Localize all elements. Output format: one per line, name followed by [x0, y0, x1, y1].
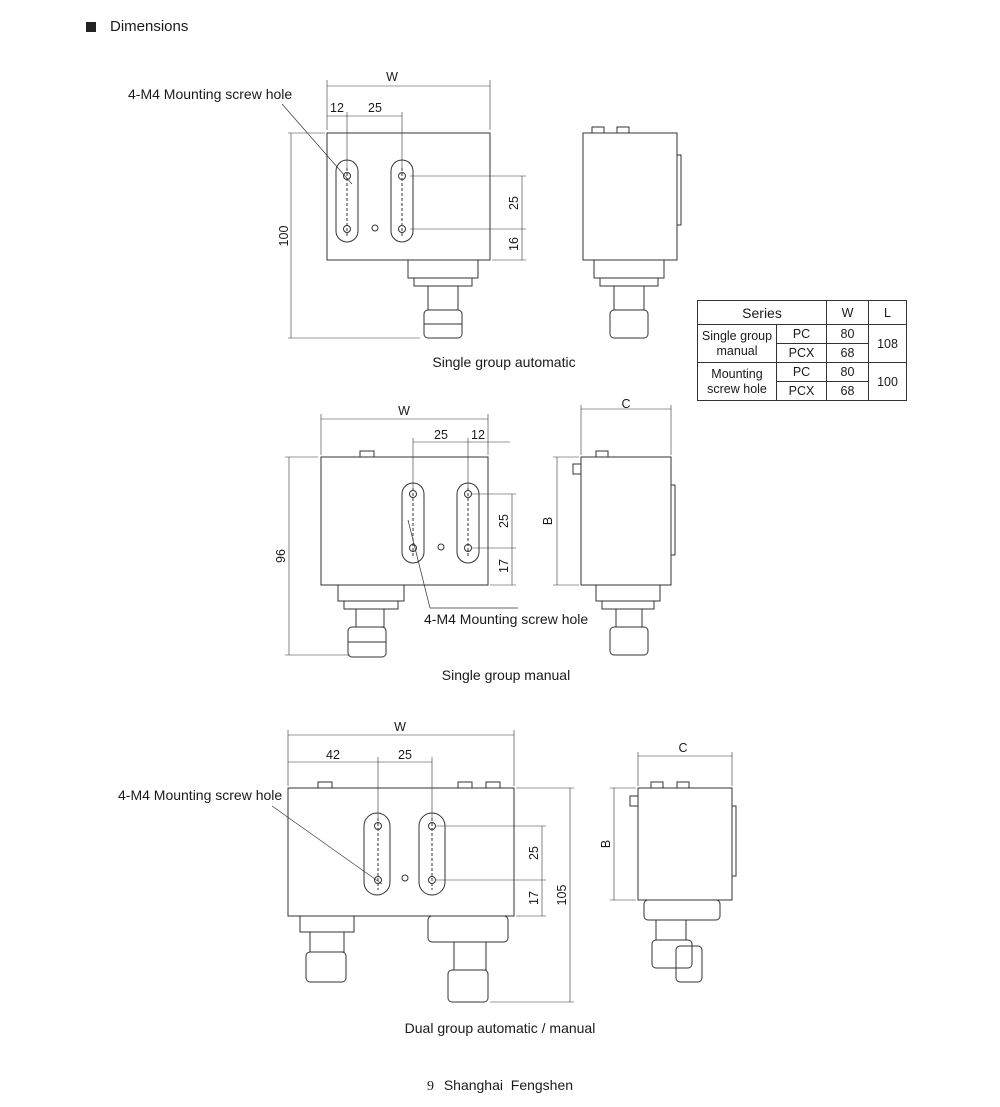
- dim-105-label: 105: [555, 885, 569, 906]
- dim-100-label: 100: [277, 226, 291, 247]
- table-w-value: 80: [826, 362, 869, 382]
- series-table: Series W L Single group manual PC 80 108…: [697, 300, 907, 401]
- section-heading: Dimensions: [86, 18, 188, 35]
- footer-brand: Shanghai Fengshen: [443, 1077, 574, 1093]
- dim-b-label: B: [599, 840, 613, 848]
- drawing-single-auto-side: [582, 126, 682, 339]
- table-model: PCX: [776, 381, 827, 401]
- section-title: Dimensions: [110, 18, 189, 35]
- drawing-dual-side: [610, 752, 737, 983]
- dim-w-label: W: [386, 70, 398, 84]
- table-l-value: 100: [868, 362, 907, 401]
- table-w-value: 80: [826, 324, 869, 344]
- callout-label: 4-M4 Mounting screw hole: [424, 611, 589, 627]
- dim-12-label: 12: [471, 428, 485, 442]
- page-footer: 9 Shanghai Fengshen: [0, 1077, 1000, 1095]
- dim-42-label: 42: [326, 748, 340, 762]
- page-number: 9: [426, 1079, 434, 1094]
- drawing-single-manual-side: [553, 405, 676, 656]
- dim-c-label: C: [678, 741, 687, 755]
- dim-v17-label: 17: [497, 559, 511, 573]
- table-model: PC: [776, 324, 827, 344]
- table-model: PCX: [776, 343, 827, 363]
- caption-single-auto: Single group automatic: [432, 354, 576, 370]
- table-w-value: 68: [826, 381, 869, 401]
- dim-25-label: 25: [434, 428, 448, 442]
- table-header-w: W: [826, 300, 869, 325]
- table-group-name: Single group manual: [697, 324, 777, 363]
- table-w-value: 68: [826, 343, 869, 363]
- drawing-dual-front: [271, 730, 574, 1003]
- dim-25-label: 25: [368, 101, 382, 115]
- dim-v16-label: 16: [507, 237, 521, 251]
- callout-label: 4-M4 Mounting screw hole: [118, 787, 283, 803]
- table-group-name: Mounting screw hole: [697, 362, 777, 401]
- caption-dual: Dual group automatic / manual: [404, 1020, 596, 1036]
- dim-v25-label: 25: [507, 196, 521, 210]
- dim-12-label: 12: [330, 101, 344, 115]
- caption-single-manual: Single group manual: [441, 667, 571, 683]
- dim-c-label: C: [621, 397, 630, 411]
- dim-w-label: W: [394, 720, 406, 734]
- table-l-value: 108: [868, 324, 907, 363]
- dim-v17-label: 17: [527, 891, 541, 905]
- table-header-series: Series: [697, 300, 827, 325]
- table-model: PC: [776, 362, 827, 382]
- drawing-single-manual-front: [285, 414, 518, 658]
- callout-label: 4-M4 Mounting screw hole: [128, 86, 293, 102]
- drawing-single-auto-front: [281, 80, 526, 339]
- dim-v25-label: 25: [527, 846, 541, 860]
- dim-25-label: 25: [398, 748, 412, 762]
- table-header-l: L: [868, 300, 907, 325]
- bullet-square-icon: [86, 21, 96, 32]
- dim-v25-label: 25: [497, 514, 511, 528]
- dim-w-label: W: [398, 404, 410, 418]
- dim-96-label: 96: [274, 549, 288, 563]
- dim-b-label: B: [541, 517, 555, 525]
